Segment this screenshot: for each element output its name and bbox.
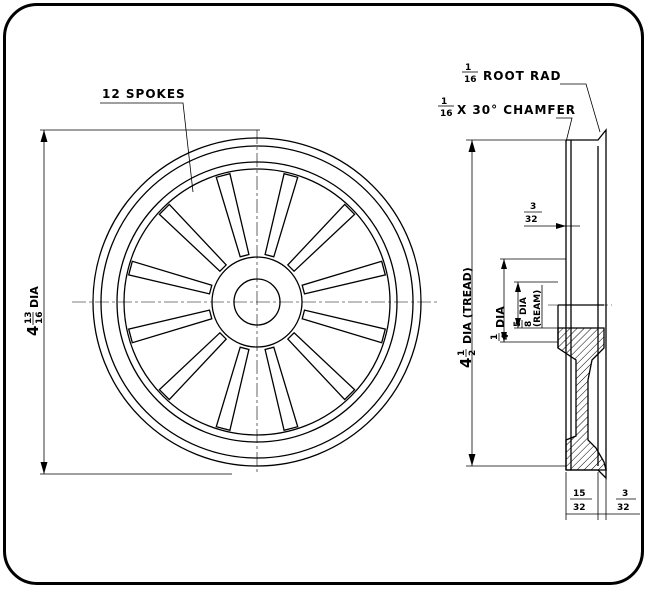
spokes-label: 12 SPOKES — [102, 87, 186, 101]
spoke — [215, 346, 250, 432]
tread-arrow-top — [468, 140, 476, 152]
bore-dia-label: 5 8 DIA (REAM) — [513, 285, 543, 328]
flange-top — [566, 128, 607, 141]
svg-text:4: 4 — [24, 326, 42, 336]
lip-dim-num: 3 — [622, 489, 628, 499]
spokes-group — [127, 172, 387, 432]
front-view: 12 SPOKES 4 13 16 DIA — [24, 87, 440, 475]
spoke — [215, 172, 250, 258]
root-rad-label: ROOT RAD — [483, 69, 562, 83]
width-dim-num: 15 — [573, 489, 586, 499]
spoke — [158, 203, 228, 273]
tread-arrow-bottom — [468, 454, 476, 466]
svg-text:DIA: DIA — [519, 297, 529, 315]
drawing-frame — [3, 3, 644, 585]
bore-dia-arrow-bottom — [515, 318, 521, 328]
hub-dia-arrow-bottom — [501, 332, 507, 342]
svg-text:(REAM): (REAM) — [533, 290, 543, 327]
svg-text:4: 4 — [457, 358, 475, 368]
width-dim-den: 32 — [573, 503, 586, 513]
spoke — [286, 203, 356, 273]
outer-dia-label: 4 13 16 DIA — [24, 286, 45, 336]
svg-text:DIA: DIA — [494, 306, 507, 328]
spoke — [286, 331, 356, 401]
spoke — [301, 260, 387, 295]
spoke — [264, 346, 299, 432]
chamfer-label: X 30° CHAMFER — [457, 103, 576, 117]
chamfer-leader — [556, 117, 573, 143]
spoke — [264, 172, 299, 258]
spoke — [301, 309, 387, 344]
hub-section — [557, 327, 607, 471]
tread-dia-label: 4 1 2 DIA (TREAD) — [457, 267, 478, 368]
svg-text:1: 1 — [457, 350, 467, 356]
bore-dia-arrow-top — [515, 282, 521, 292]
svg-text:1: 1 — [490, 334, 500, 340]
spoke — [127, 309, 213, 344]
root-rad-den: 16 — [464, 75, 477, 85]
side-view: 1 16 ROOT RAD 1 16 X 30° CHAMFER 4 1 2 D… — [438, 63, 640, 520]
flange-dim-den: 32 — [525, 215, 538, 225]
svg-text:4: 4 — [501, 334, 511, 340]
svg-text:5: 5 — [513, 321, 523, 327]
spokes-leader — [100, 102, 194, 193]
svg-text:DIA (TREAD): DIA (TREAD) — [461, 267, 474, 344]
spoke — [127, 260, 213, 295]
root-rad-num: 1 — [465, 63, 471, 73]
spoke — [158, 331, 228, 401]
flange-dim-arrow — [556, 223, 566, 229]
svg-text:DIA: DIA — [28, 286, 41, 308]
svg-text:16: 16 — [35, 311, 45, 324]
root-rad-leader — [560, 83, 601, 133]
chamfer-den: 16 — [440, 109, 453, 119]
flange-dim-num: 3 — [530, 202, 536, 212]
svg-text:13: 13 — [24, 311, 34, 324]
hub-dia-label: 1 4 DIA — [490, 306, 511, 341]
outer-dia-arrow-top — [40, 130, 48, 142]
chamfer-num: 1 — [441, 97, 447, 107]
svg-text:8: 8 — [524, 321, 534, 327]
outer-dia-arrow-bottom — [40, 462, 48, 474]
svg-text:2: 2 — [468, 350, 478, 356]
hub-dia-arrow-top — [501, 259, 507, 269]
lip-dim-den: 32 — [617, 503, 630, 513]
